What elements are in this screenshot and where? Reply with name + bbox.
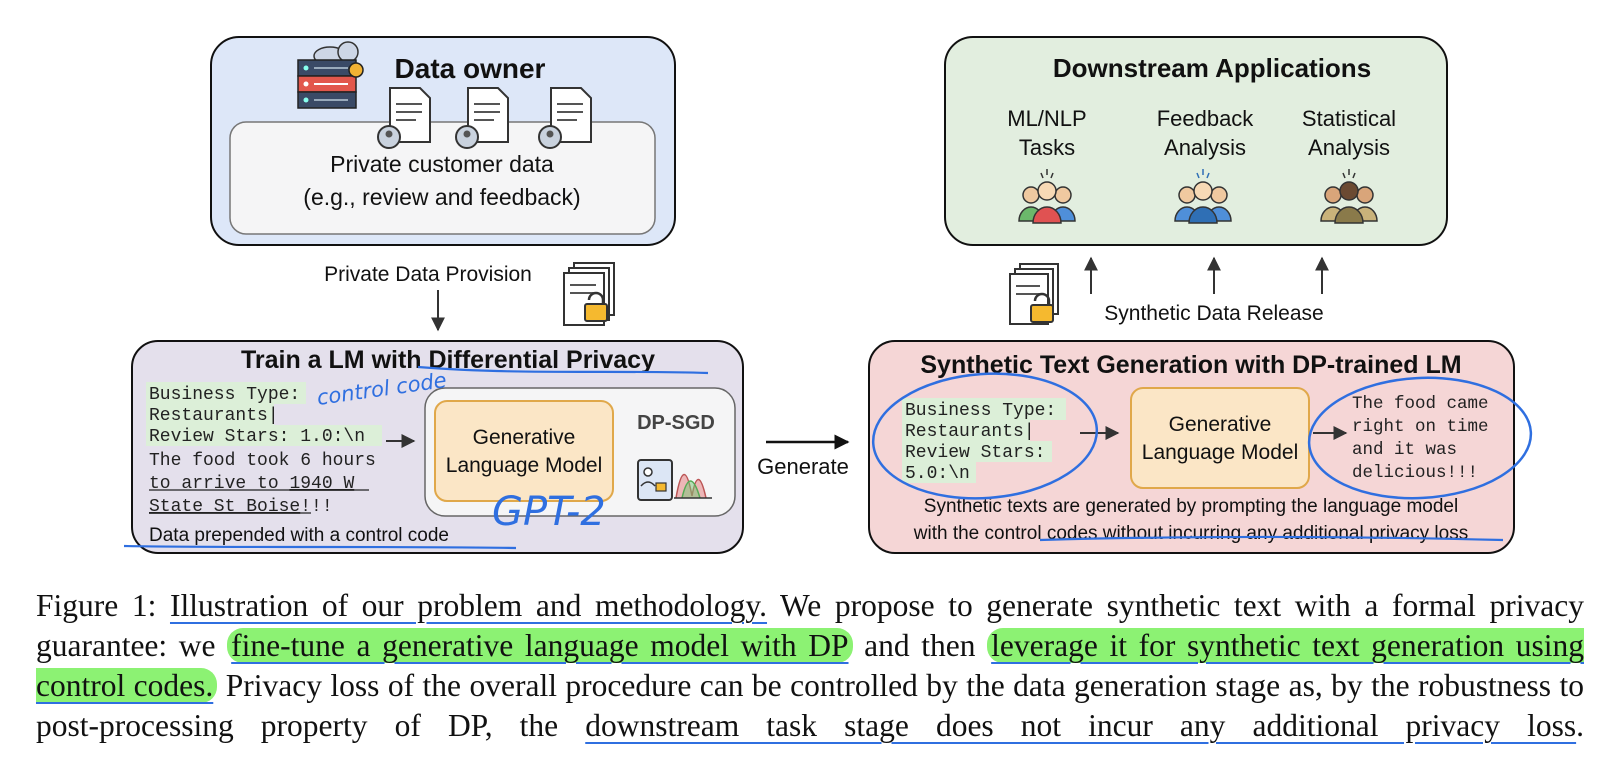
synthetic-note-line1: Synthetic texts are generated by prompti… bbox=[924, 496, 1458, 517]
app-label: Analysis bbox=[1164, 135, 1246, 160]
synthetic-output-line: right on time bbox=[1352, 417, 1489, 437]
caption-text: Privacy loss of the overall procedure ca… bbox=[36, 668, 1584, 743]
app-label: Statistical bbox=[1302, 106, 1396, 131]
caption-text: . bbox=[1576, 708, 1584, 743]
locked-files-icon bbox=[1009, 263, 1059, 325]
synthetic-data-release-label: Synthetic Data Release bbox=[1104, 302, 1323, 325]
train-code-line: Business Type: bbox=[149, 385, 300, 405]
pen-circle bbox=[871, 372, 1099, 500]
caption-prefix: Figure 1: bbox=[36, 588, 157, 623]
private-data-line2: (e.g., review and feedback) bbox=[303, 184, 580, 210]
people-group-icon bbox=[1018, 169, 1076, 224]
code-highlight bbox=[902, 398, 1066, 420]
handwritten-gpt2: GPT-2 bbox=[492, 489, 606, 535]
synthetic-code-line: Review Stars: bbox=[905, 443, 1045, 463]
data-owner-box: Data owner Private customer data (e.g., … bbox=[210, 36, 676, 246]
synthetic-code-line: Business Type: bbox=[905, 401, 1056, 421]
pen-underline bbox=[1039, 535, 1504, 542]
synthetic-model-box: Generative Language Model bbox=[1130, 387, 1310, 489]
privacy-chart-icon bbox=[637, 459, 712, 501]
document-user-icon bbox=[538, 87, 592, 149]
code-highlight bbox=[146, 425, 382, 446]
train-code-line: Restaurants| bbox=[149, 406, 279, 426]
synthetic-output-line: delicious!!! bbox=[1352, 463, 1478, 483]
caption-underlined-text: downstream task stage does not incur any… bbox=[585, 708, 1577, 743]
pen-underline bbox=[417, 365, 709, 375]
data-owner-title: Data owner bbox=[395, 53, 546, 84]
dp-sgd-label: DP-SGD bbox=[637, 412, 715, 434]
code-highlight bbox=[902, 441, 1052, 462]
synthetic-output-line: and it was bbox=[1352, 440, 1457, 460]
app-label: Tasks bbox=[1019, 135, 1075, 160]
caption-text: We propose to generate synthetic text wi… bbox=[36, 588, 1584, 663]
generate-label: Generate bbox=[757, 454, 849, 479]
code-highlight bbox=[146, 382, 306, 404]
code-highlight bbox=[902, 462, 976, 483]
caption-highlighted-text: fine-tune a generative language model wi… bbox=[227, 628, 853, 663]
caption-underlined-text: Illustration of our problem and methodol… bbox=[169, 588, 768, 623]
pen-circle bbox=[1307, 376, 1533, 500]
locked-files-icon bbox=[563, 262, 615, 326]
pen-underline bbox=[123, 544, 517, 550]
train-code-line: Review Stars: 1.0:\n bbox=[149, 427, 365, 447]
synthetic-output-line: The food came bbox=[1352, 394, 1489, 414]
document-user-icon bbox=[455, 87, 509, 149]
synthetic-model-line2: Language Model bbox=[1142, 441, 1298, 464]
people-group-icon bbox=[1320, 169, 1378, 224]
app-label: Analysis bbox=[1308, 135, 1390, 160]
private-data-provision-label: Private Data Provision bbox=[324, 263, 532, 286]
caption-text: and then bbox=[852, 628, 988, 663]
code-highlight bbox=[902, 420, 1030, 441]
document-user-icon bbox=[377, 87, 431, 149]
train-model-line1: Generative bbox=[473, 426, 576, 449]
train-review-line: to arrive to 1940 W bbox=[149, 474, 354, 494]
synthetic-model-line1: Generative bbox=[1169, 413, 1272, 436]
train-review-line: The food took 6 hours bbox=[149, 451, 376, 471]
train-model-line2: Language Model bbox=[446, 454, 602, 477]
app-label: ML/NLP bbox=[1007, 106, 1086, 131]
app-label: Feedback bbox=[1157, 106, 1255, 131]
code-highlight bbox=[146, 404, 274, 425]
people-group-icon bbox=[1174, 169, 1232, 224]
diagram: Data owner Private customer data (e.g., … bbox=[123, 36, 1533, 554]
figure-caption: Figure 1: Illustration of our problem an… bbox=[36, 586, 1584, 746]
server-cloud-icon bbox=[297, 41, 364, 109]
synthetic-code-line: Restaurants| bbox=[905, 422, 1035, 442]
train-footnote: Data prepended with a control code bbox=[149, 525, 449, 546]
synthetic-note-line2: with the control codes without incurring… bbox=[913, 523, 1468, 544]
private-data-line1: Private customer data bbox=[330, 151, 554, 177]
train-review-line: State St Boise!!! bbox=[149, 497, 333, 517]
downstream-title: Downstream Applications bbox=[1053, 53, 1371, 83]
synthetic-code-line: 5.0:\n bbox=[905, 464, 970, 484]
